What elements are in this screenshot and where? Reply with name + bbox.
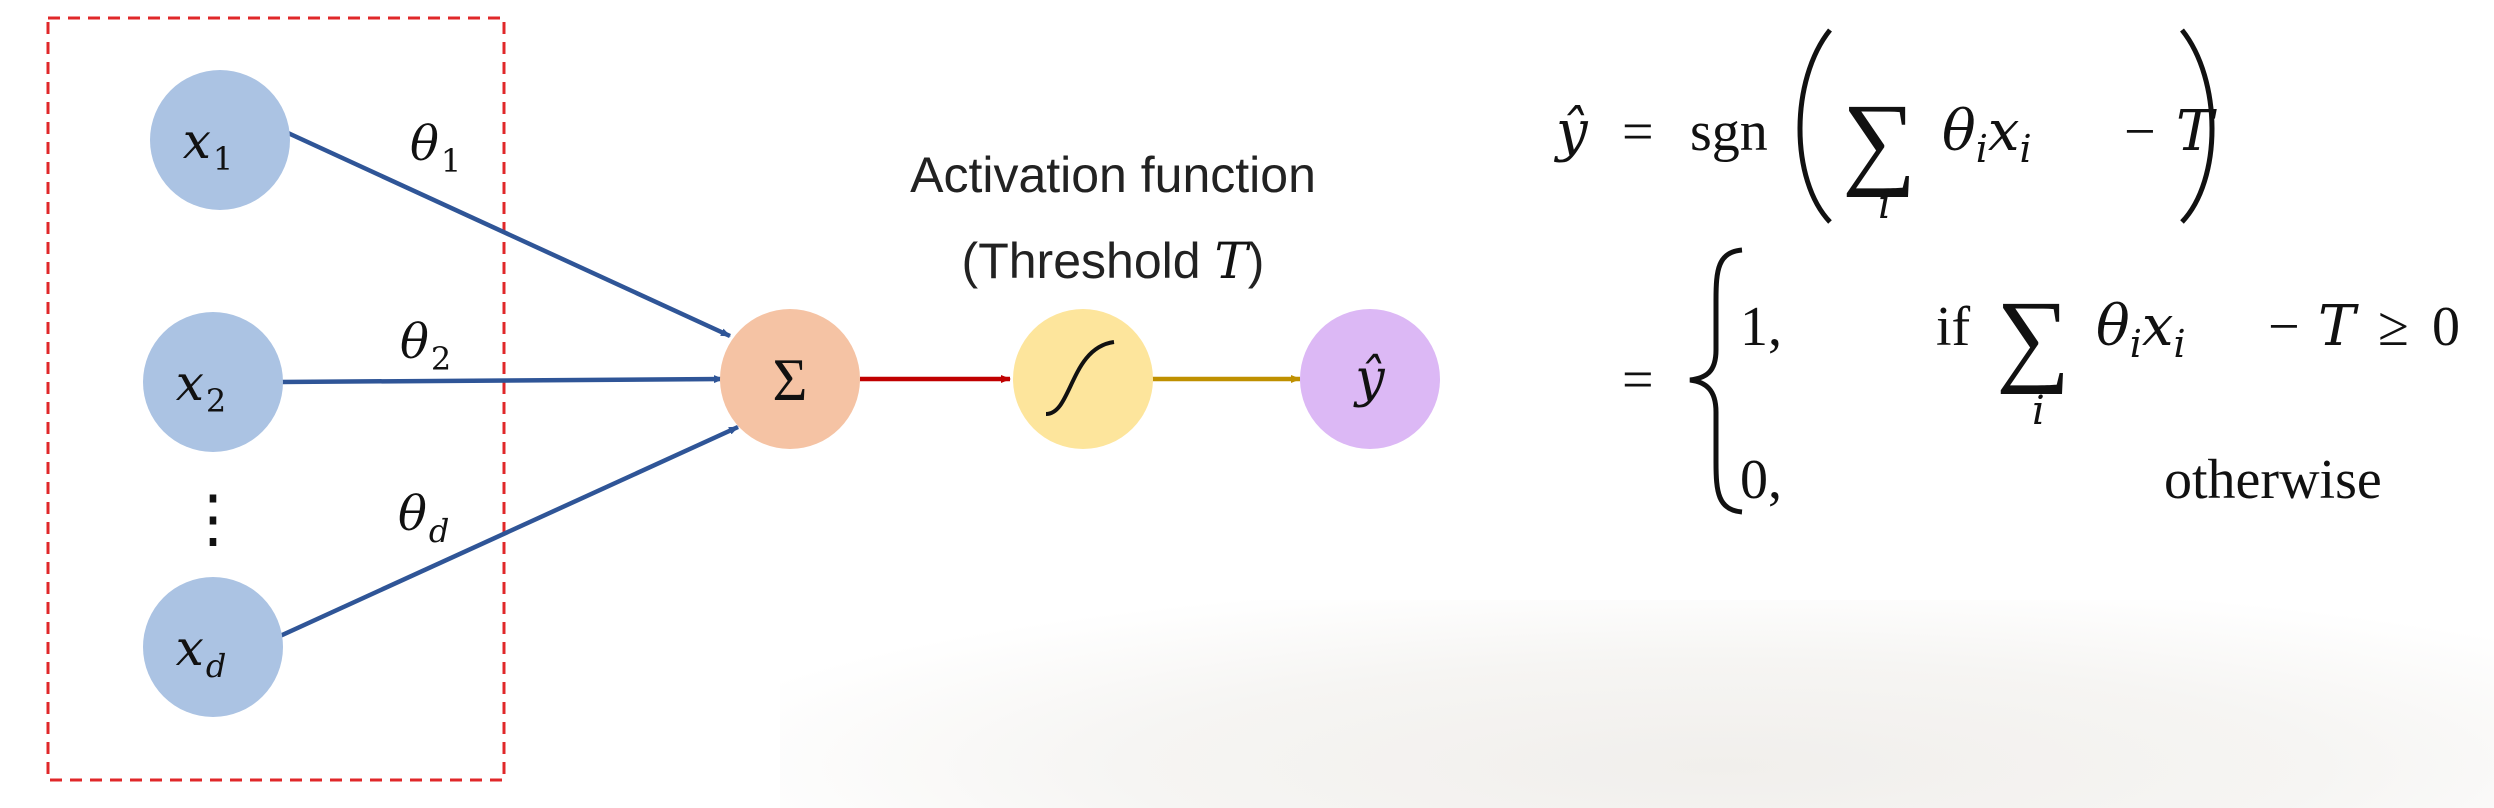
case2-condition: otherwise [2164, 449, 2382, 511]
input-node-2 [143, 312, 283, 452]
case1-value: 1, [1740, 296, 1782, 358]
formula-geq: ≥ [2378, 296, 2409, 358]
formula-term-2: θixi [2096, 294, 2186, 366]
weight-arrow-2 [279, 375, 724, 385]
formula: ŷ = sgn ∑ i θixi − T = 1, if ∑ i θixi − … [1553, 28, 2460, 515]
weight-label-2: θ2 [400, 314, 451, 378]
formula-sum-2-index: i [2032, 388, 2045, 434]
sigmoid-curve-icon [1045, 340, 1115, 416]
formula-minus-2: − [2268, 296, 2300, 358]
case2-value: 0, [1740, 449, 1782, 511]
weight-arrow-d [279, 424, 739, 639]
formula-minus-1: − [2124, 101, 2156, 163]
formula-eq-1: = [1622, 101, 1654, 163]
activation-node [1013, 309, 1153, 449]
output-symbol: ŷ [1353, 349, 1385, 409]
case1-if: if [1936, 296, 1971, 358]
input-layer-box [46, 16, 506, 782]
background-haze [780, 600, 2494, 808]
formula-T-2: T [2318, 294, 2359, 359]
activation-label-line1: Activation function [910, 147, 1316, 203]
output-node [1300, 309, 1440, 449]
formula-zero: 0 [2432, 296, 2460, 358]
sum-symbol: Σ [773, 347, 808, 413]
sum-node [720, 309, 860, 449]
left-paren [1797, 28, 1832, 224]
formula-sum-1: ∑ [1842, 83, 1916, 198]
activation-label-line2: (Threshold T) [962, 232, 1265, 290]
input-node-d [143, 577, 283, 717]
input-node-1-label: x1 [183, 112, 234, 178]
input-node-1 [150, 70, 290, 210]
cases-brace [1689, 247, 1743, 515]
vdots: ⋮ [181, 483, 245, 554]
formula-term-1: θixi [1942, 99, 2032, 171]
weight-label-d: θd [398, 486, 449, 550]
formula-lhs: ŷ [1553, 99, 1589, 164]
input-node-d-label: xd [176, 619, 227, 685]
weight-arrow-1 [287, 130, 731, 339]
formula-eq-2: = [1622, 349, 1654, 411]
right-paren [2180, 28, 2215, 224]
input-node-2-label: x2 [176, 354, 227, 420]
formula-sgn: sgn [1690, 101, 1768, 163]
formula-sum-2: ∑ [1996, 280, 2070, 395]
weight-label-1: θ1 [410, 116, 461, 180]
formula-sum-1-index: i [1878, 182, 1891, 228]
